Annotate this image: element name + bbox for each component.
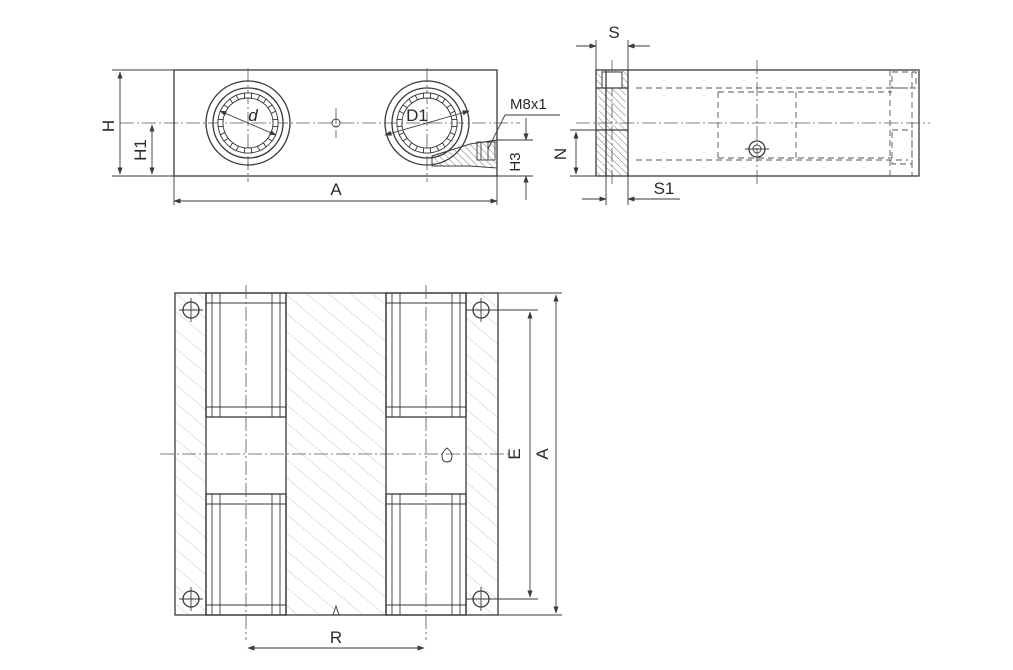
label-D1: D1 [406,106,428,125]
bearing-roller [408,142,419,152]
label-A-front: A [330,180,342,199]
plan-lube-mark [441,447,453,463]
bearing-roller [219,131,229,142]
bearing-roller [267,104,277,115]
bearing-roller [423,92,431,99]
d-dimension-line [219,110,277,136]
bearing-roller [256,94,267,104]
label-A-plan: A [533,448,552,460]
bearing-roller [435,142,446,152]
front-view: H H1 d D1 M8x1 H3 A [99,68,560,205]
lube-fitting-m8x1 [431,114,560,169]
bearing-roller [398,131,408,142]
bearing-roller [267,131,277,142]
label-d: d [248,106,258,125]
bearing-roller [217,119,224,127]
label-S: S [608,23,619,42]
label-H3: H3 [507,152,524,171]
bearing-roller [244,92,252,99]
label-H1: H1 [131,139,150,161]
side-view: S N S1 [551,23,930,205]
bearing-roller [408,94,419,104]
D1-dimension-line [384,110,470,136]
bearing-roller [446,131,456,142]
label-N: N [551,148,570,160]
bearing-roller [272,119,279,127]
label-M8x1: M8x1 [510,96,547,113]
label-E: E [505,448,524,459]
front-bore-right [384,80,470,166]
bearing-roller [423,147,431,154]
bearing-roller [256,142,267,152]
bearing-roller [229,94,240,104]
plan-bottom-mark [332,604,340,616]
label-H: H [99,120,118,132]
front-center-hole [331,118,341,128]
plan-mounting-hole-bl [179,587,203,611]
bearing-roller [451,119,458,127]
plan-bearing-channel-left [205,292,287,616]
plan-mounting-hole-tl [179,298,203,322]
front-bore-left [205,80,291,166]
bearing-roller [435,94,446,104]
label-S1: S1 [654,179,675,198]
bearing-roller [396,119,403,127]
bearing-roller [219,104,229,115]
bearing-roller [244,147,252,154]
plan-view: E A R [160,285,562,651]
side-sleeve-section [596,70,629,176]
label-R: R [330,628,342,647]
bearing-roller [446,104,456,115]
bearing-roller [229,142,240,152]
